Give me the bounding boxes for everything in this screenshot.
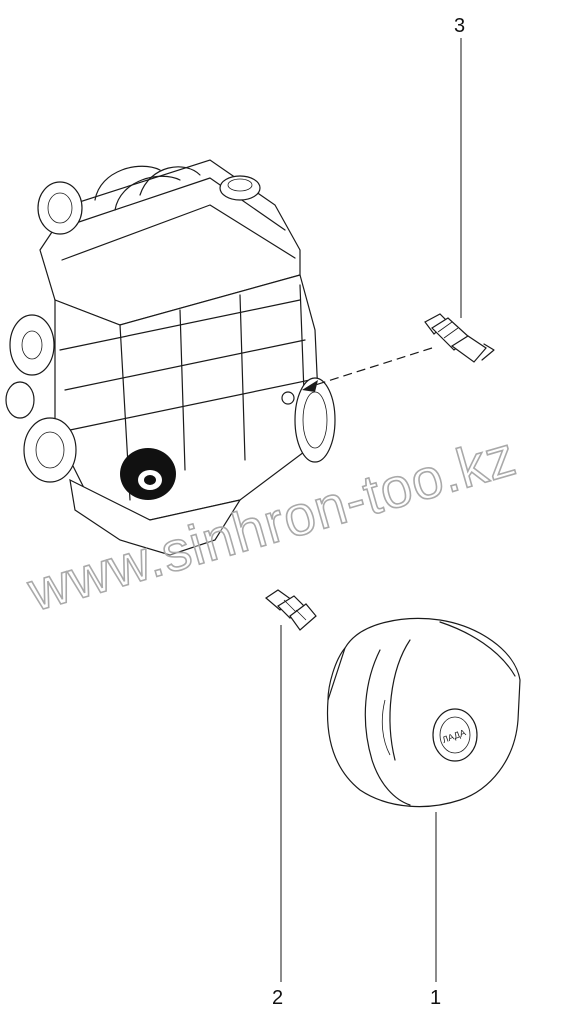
callout-1: 1 xyxy=(430,987,442,1009)
engine-illustration xyxy=(5,159,336,556)
oil-filter: ЛАДА xyxy=(326,617,521,808)
install-arrow xyxy=(302,347,433,392)
filter-mount xyxy=(120,448,176,500)
callout-2: 2 xyxy=(272,987,284,1009)
callout-3: 3 xyxy=(454,15,466,37)
oil-pressure-sensor xyxy=(424,313,495,363)
oil-filter-fitting xyxy=(265,589,317,631)
